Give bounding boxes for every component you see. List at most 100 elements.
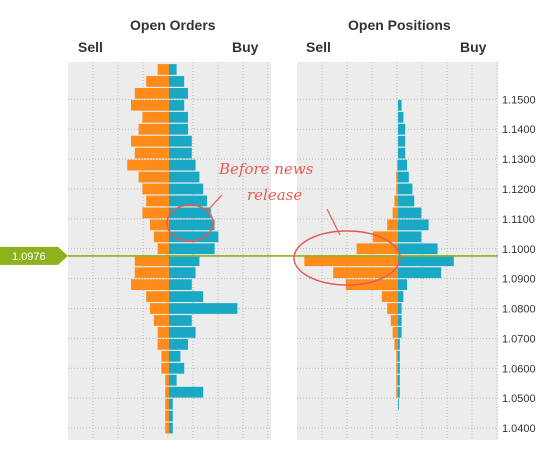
orders-sell-bar	[134, 255, 169, 267]
orders-sell-bar	[165, 398, 169, 410]
positions-buy-bar	[398, 362, 400, 374]
orders-sell-bar	[161, 350, 169, 362]
orders-buy-bar	[169, 398, 173, 410]
orders-buy-bar	[169, 339, 188, 350]
orders-buy-bar	[169, 303, 238, 314]
orders-buy-bar	[169, 111, 188, 123]
price-tick-label: 1.0700	[502, 333, 536, 345]
positions-buy-bar	[398, 135, 406, 147]
positions-sell-bar	[390, 315, 398, 326]
annotation-line-2: release	[247, 186, 302, 204]
orders-sell-bar	[142, 111, 169, 123]
orders-buy-bar	[169, 255, 200, 267]
orders-sell-bar	[161, 362, 169, 374]
annotation-pointer-positions	[326, 208, 341, 236]
positions-sell-bar	[396, 362, 398, 374]
current-price-badge	[0, 246, 68, 265]
price-tick-label: 1.0600	[502, 363, 536, 375]
positions-buy-bar	[398, 267, 442, 279]
orders-sell-bar	[165, 422, 169, 434]
orders-sell-bar	[142, 183, 169, 195]
positions-buy-bar	[398, 147, 406, 159]
orders-buy-bar	[169, 279, 192, 290]
positions-buy-bar	[398, 279, 407, 290]
positions-buy-bar	[398, 386, 400, 398]
positions-buy-bar	[398, 99, 402, 111]
price-tick-label: 1.1100	[502, 214, 535, 226]
positions-sell-bar	[394, 339, 398, 350]
orders-sell-bar	[165, 374, 169, 386]
annotation-line-1: Before news	[218, 160, 314, 178]
orders-buy-bar	[169, 76, 185, 87]
annotation-circle-orders	[166, 204, 214, 242]
orders-buy-bar	[169, 171, 200, 183]
positions-buy-bar	[398, 291, 404, 302]
orders-buy-bar	[169, 315, 192, 326]
positions-sell-bar	[387, 303, 398, 314]
positions-buy-bar	[398, 327, 402, 338]
price-tick-label: 1.1500	[502, 94, 536, 106]
open-orders-sell-label: Sell	[78, 39, 103, 55]
orders-buy-bar	[169, 291, 204, 302]
orders-sell-bar	[150, 303, 169, 314]
positions-buy-bar	[398, 183, 413, 195]
orders-sell-bar	[134, 267, 169, 279]
positions-buy-bar	[398, 339, 400, 350]
positions-buy-bar	[398, 123, 406, 135]
orders-sell-bar	[138, 171, 169, 183]
orders-buy-bar	[169, 147, 192, 159]
positions-buy-bar	[398, 231, 422, 243]
orders-sell-bar	[138, 123, 169, 135]
positions-sell-bar	[372, 231, 398, 243]
orders-buy-bar	[169, 219, 215, 231]
orders-sell-bar	[146, 76, 169, 87]
orders-sell-bar	[131, 135, 169, 147]
positions-sell-bar	[394, 195, 398, 207]
before-news-annotation: Before news release	[166, 160, 401, 286]
orders-buy-bar	[169, 207, 211, 219]
orders-buy-bar	[169, 159, 196, 171]
positions-buy-bar	[398, 207, 422, 219]
positions-sell-bar	[304, 255, 398, 267]
orders-sell-bar	[157, 243, 169, 255]
positions-buy-bar	[398, 171, 409, 183]
orders-buy-bar	[169, 183, 204, 195]
orders-sell-bar	[165, 410, 169, 422]
open-orders-title: Open Orders	[130, 17, 216, 33]
current-price-marker: 1.0976	[0, 246, 498, 265]
orders-buy-bar	[169, 195, 207, 207]
positions-sell-bar	[345, 279, 398, 290]
orders-buy-bar	[169, 87, 188, 99]
orders-buy-bar	[169, 64, 177, 75]
orders-sell-bar	[134, 87, 169, 99]
orders-buy-bar	[169, 350, 181, 362]
positions-buy-bar	[398, 243, 438, 255]
orders-buy-bar	[169, 99, 185, 111]
positions-buy-bar	[398, 195, 415, 207]
orders-buy-bar	[169, 386, 204, 398]
orders-sell-bar	[157, 339, 169, 350]
price-tick-label: 1.1000	[502, 244, 536, 256]
positions-buy-bar	[398, 398, 399, 410]
orders-sell-bar	[157, 327, 169, 338]
current-price-label: 1.0976	[12, 251, 46, 263]
positions-sell-bar	[356, 243, 398, 255]
orders-sell-bar	[131, 99, 169, 111]
positions-buy-bar	[398, 350, 400, 362]
orders-sell-bar	[153, 231, 169, 243]
positions-sell-bar	[396, 374, 398, 386]
orders-sell-bar	[134, 147, 169, 159]
orders-buy-bar	[169, 123, 188, 135]
orders-sell-bar	[150, 219, 169, 231]
open-orders-panel	[68, 62, 271, 440]
positions-buy-bar	[398, 374, 400, 386]
positions-buy-bar	[398, 315, 402, 326]
price-tick-label: 1.0400	[502, 423, 536, 435]
orders-sell-bar	[127, 159, 169, 171]
orders-buy-bar	[169, 410, 173, 422]
orders-sell-bar	[146, 195, 169, 207]
positions-sell-bar	[392, 327, 398, 338]
open-positions-sell-label: Sell	[306, 39, 331, 55]
orders-sell-bar	[146, 291, 169, 302]
annotation-circle-positions	[293, 230, 401, 286]
